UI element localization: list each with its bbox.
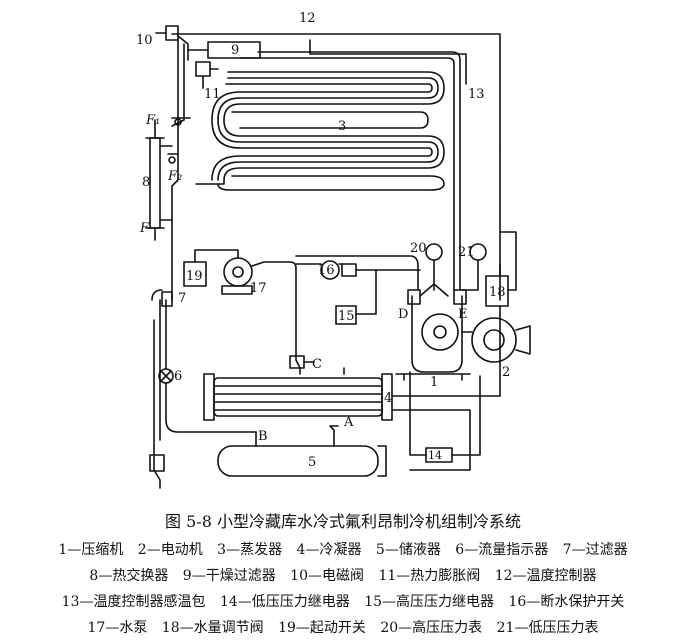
water-cut-switch [295,255,421,291]
suction-line-inner [239,57,455,291]
receiver [217,425,387,477]
label-15: 15 [338,309,355,324]
label-4: 4 [384,391,392,406]
filter [161,291,173,307]
legend-item: 3—蒸发器 [217,542,283,558]
label-F1: F₁ [145,113,160,128]
water-regulating-valve [485,231,517,307]
start-switch [183,249,239,287]
label-E: E [458,307,468,322]
suction-line [257,51,461,291]
refrigeration-system-diagram: 10 12 9 11 13 3 F₁ F₂ 8 F 19 17 16 20 21… [136,11,531,489]
label-12: 12 [299,11,316,26]
liquid-line [171,39,179,301]
compressor [395,283,471,381]
label-11: 11 [204,87,221,102]
label-14: 14 [428,449,442,462]
legend-item: 10—电磁阀 [290,568,364,584]
label-F: F [139,221,150,236]
solenoid-valve [155,25,189,61]
legend-item: 18—水量调节阀 [161,620,264,636]
low-pressure-gauge [461,243,487,291]
label-20: 20 [410,241,427,256]
legend-item: 17—水泵 [87,620,148,636]
sensor-line [309,39,467,85]
low-pressure-switch [409,371,481,463]
legend-item: 8—热交换器 [89,568,169,584]
label-16: 16 [318,263,335,278]
legend-item: 5—储液器 [375,542,441,558]
legend-item: 15—高压压力继电器 [364,594,495,610]
condenser [203,367,393,421]
legend-item: 21—低压压力表 [496,620,599,636]
label-C: C [312,357,322,372]
high-pressure-gauge [425,243,443,291]
legend-item: 19—起动开关 [278,620,366,636]
label-B: B [258,429,268,444]
label-21: 21 [458,245,475,260]
legend-item: 4—冷凝器 [296,542,362,558]
label-9: 9 [231,43,239,58]
label-6: 6 [174,369,182,384]
legend-row-1: 1—压缩机 2—电动机 3—蒸发器 4—冷凝器 5—储液器 6—流量指示器 7—… [0,539,686,559]
legend-item: 14—低压压力继电器 [219,594,350,610]
legend-item: 11—热力膨胀阀 [378,568,481,584]
legend-item: 1—压缩机 [58,542,124,558]
label-13: 13 [468,87,485,102]
legend-item: 7—过滤器 [562,542,628,558]
label-D: D [398,307,408,322]
electric-motor [461,317,531,363]
label-8: 8 [142,175,150,190]
legend-item: 2—电动机 [137,542,203,558]
figure-caption: 图 5-8 小型冷藏库水冷式氟利昂制冷机组制冷系统 [165,512,521,531]
legend-row-2: 8—热交换器 9—干燥过滤器 10—电磁阀 11—热力膨胀阀 12—温度控制器 [0,565,686,585]
label-1: 1 [430,375,438,390]
label-2: 2 [502,365,510,380]
label-17: 17 [250,281,267,296]
flow-indicator [158,368,174,384]
top-line [171,33,501,151]
heat-exchanger [145,119,173,241]
discharge-line [295,299,301,375]
legend-item: 9—干燥过滤器 [182,568,276,584]
high-pressure-switch [335,269,377,325]
legend-row-3: 13—温度控制器感温包 14—低压压力继电器 15—高压压力继电器 16—断水保… [0,591,686,611]
label-7: 7 [178,291,186,306]
left-return-line [165,299,257,433]
legend-item: 16—断水保护开关 [508,594,625,610]
label-3: 3 [338,119,346,134]
label-10: 10 [136,33,153,48]
label-19: 19 [186,269,203,284]
legend-item: 20—高压压力表 [380,620,483,636]
expansion-valve [195,61,219,89]
label-5: 5 [308,455,316,470]
label-A: A [343,415,354,430]
evaporator-coil [195,71,445,191]
legend-item: 12—温度控制器 [494,568,597,584]
drier-filter [187,41,261,59]
legend-item: 13—温度控制器感温包 [61,594,206,610]
legend-row-4: 17—水泵 18—水量调节阀 19—起动开关 20—高压压力表 21—低压压力表 [0,617,686,637]
label-F2: F₂ [167,169,182,184]
label-18: 18 [489,285,506,300]
legend-item: 6—流量指示器 [455,542,549,558]
